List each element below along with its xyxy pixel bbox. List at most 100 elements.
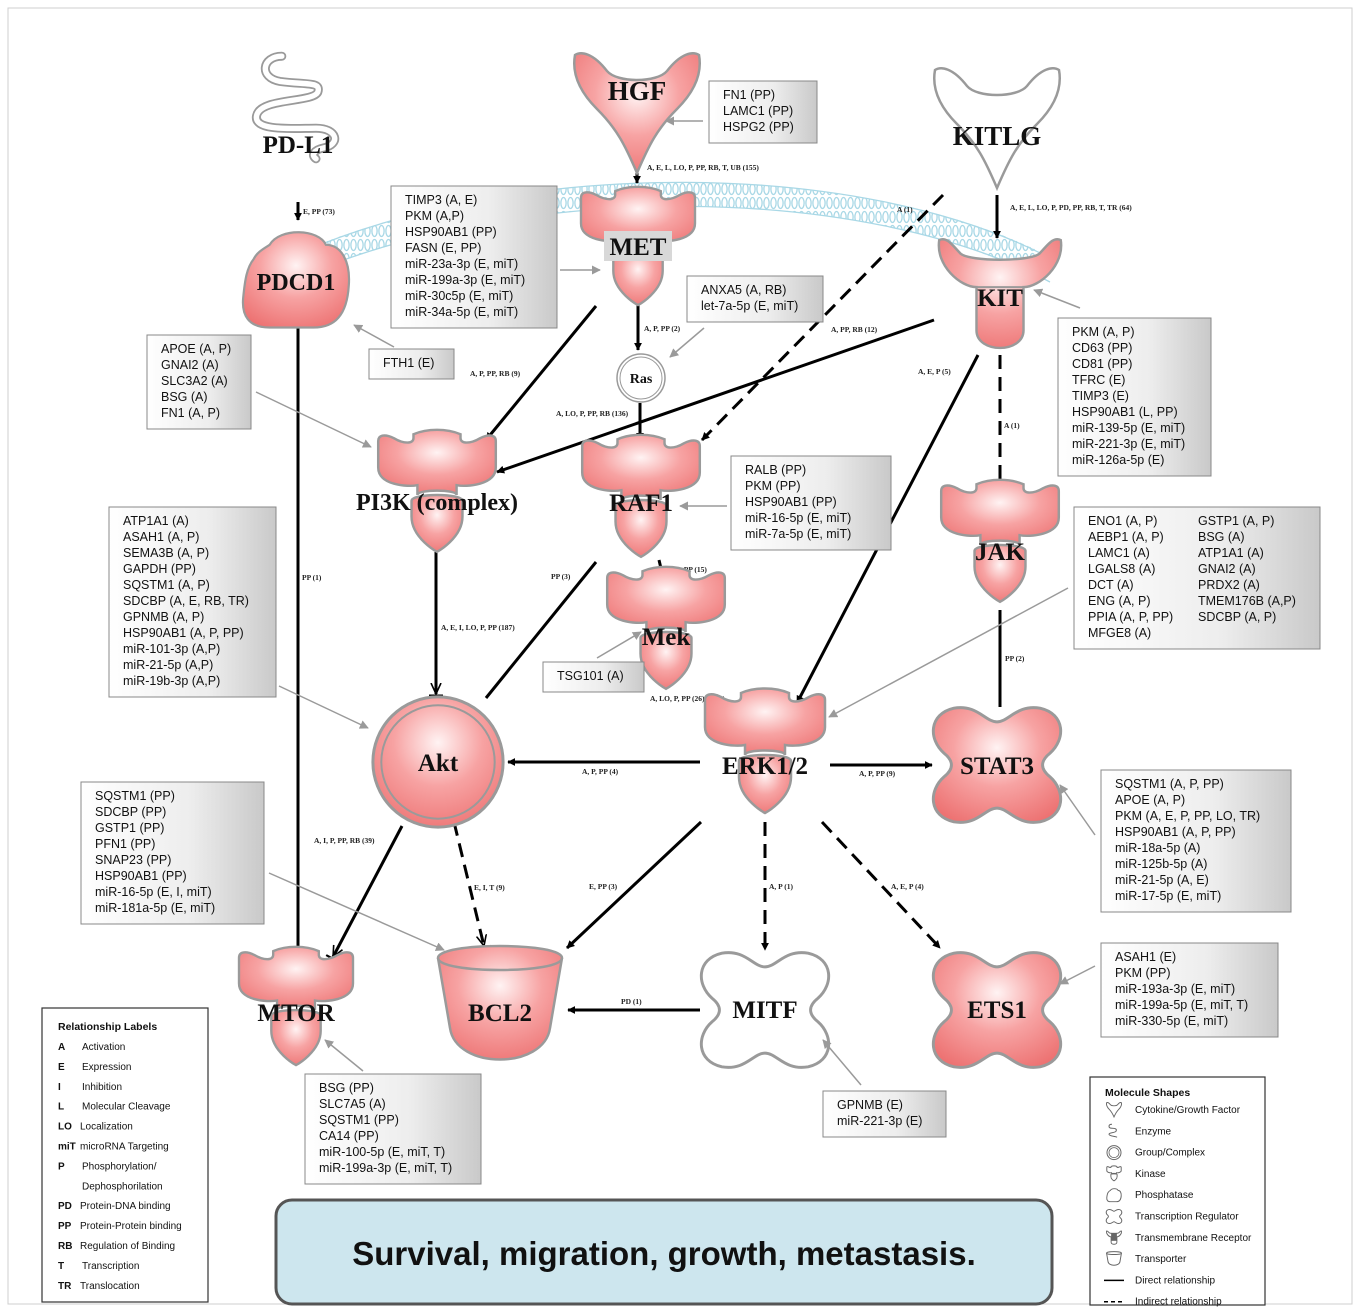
edge-raf1-akt[interactable]: PP (3) xyxy=(484,561,598,699)
annotation-line: SEMA3B (A, P) xyxy=(123,546,209,560)
annotation-line: ASAH1 (E) xyxy=(1115,950,1176,964)
node-akt[interactable]: Akt xyxy=(371,695,505,829)
node-pdl1[interactable]: PD-L1 xyxy=(252,51,340,164)
edge-label: A (1) xyxy=(1004,421,1020,430)
annotation-line: MFGE8 (A) xyxy=(1088,626,1151,640)
edge-label: A, I, P, PP, RB (39) xyxy=(314,836,375,845)
edge-erk-bcl2[interactable]: E, PP (3) xyxy=(565,820,703,950)
annotation-line: miR-21-5p (A,P) xyxy=(123,658,213,672)
annotation-line: AEBP1 (A, P) xyxy=(1088,530,1164,544)
legend-phosphatase-icon xyxy=(1106,1188,1122,1203)
legend-cytokine-icon xyxy=(1105,1102,1123,1119)
edge-pdl1-pdcd1[interactable]: E, PP (73) xyxy=(294,202,335,221)
node-kitlg[interactable]: KITLG xyxy=(932,67,1062,192)
node-hgf[interactable]: HGF xyxy=(572,52,702,177)
node-bcl2[interactable]: BCL2 xyxy=(436,944,564,1061)
edge-label: A, E, P (4) xyxy=(891,882,924,891)
annotation-line: ATP1A1 (A) xyxy=(123,514,189,528)
banner: Survival, migration, growth, metastasis. xyxy=(274,1198,1054,1306)
legend-text: Translocation xyxy=(80,1281,140,1292)
edge-akt-bcl2[interactable]: E, I, T (9) xyxy=(452,821,505,946)
legend-text: Activation xyxy=(82,1042,125,1053)
edge-erk-ets1[interactable]: A, E, P (4) xyxy=(820,820,942,950)
legend-abbr: PD xyxy=(58,1201,72,1212)
annotation-line: HSP90AB1 (A, P, PP) xyxy=(1115,825,1236,839)
node-mitf[interactable]: MITF xyxy=(699,951,831,1069)
node-jak[interactable]: JAK xyxy=(939,478,1061,604)
edge-kit-pi3k[interactable]: A, PP, RB (12) xyxy=(496,318,935,474)
edge-met-pi3k[interactable]: A, P, PP, RB (9) xyxy=(470,305,598,441)
edge-pi3k-akt[interactable]: A, E, I, LO, P, PP (187) xyxy=(436,552,515,694)
node-erk[interactable]: ERK1/2 xyxy=(703,687,827,815)
edge-label: PD (1) xyxy=(621,997,642,1006)
legend-text: Inhibition xyxy=(82,1082,122,1093)
legend-text: Regulation of Binding xyxy=(80,1241,175,1252)
edge-kit-jak[interactable]: A (1) xyxy=(996,355,1020,491)
legend-text: Group/Complex xyxy=(1135,1148,1205,1159)
annotation-line: PKM (A,P) xyxy=(405,209,464,223)
annotation-line: miR-126a-5p (E) xyxy=(1072,453,1164,467)
node-mtor[interactable]: MTOR xyxy=(237,945,355,1067)
node-pdcd1[interactable]: PDCD1 xyxy=(241,231,351,329)
node-label-mitf: MITF xyxy=(732,997,797,1024)
node-met[interactable]: MET xyxy=(579,185,697,307)
edge-pdcd1-mtor[interactable]: PP (1) xyxy=(296,328,322,955)
node-ras[interactable]: Ras xyxy=(616,353,666,403)
edge-label: A, LO, P, PP (26) xyxy=(650,694,705,703)
legend-text: Phosphatase xyxy=(1135,1190,1194,1201)
annotation-line: miR-221-3p (E, miT) xyxy=(1072,437,1185,451)
annotation-line: SDCBP (A, P) xyxy=(1198,610,1276,624)
annotation-line: HSP90AB1 (A, P, PP) xyxy=(123,626,244,640)
annotation-line: APOE (A, P) xyxy=(161,342,231,356)
edge-mitf-bcl2[interactable]: PD (1) xyxy=(567,997,700,1014)
annotation-line: APOE (A, P) xyxy=(1115,793,1185,807)
legend-abbr: PP xyxy=(58,1221,72,1232)
annotation-line: SQSTM1 (PP) xyxy=(95,789,175,803)
annotation-line: ATP1A1 (A) xyxy=(1198,546,1264,560)
annotation-line: SDCBP (A, E, RB, TR) xyxy=(123,594,249,608)
annotation-box-mitf: GPNMB (E)miR-221-3p (E) xyxy=(822,1039,947,1138)
legend-kinase-icon xyxy=(1106,1165,1122,1182)
annotation-line: RALB (PP) xyxy=(745,463,806,477)
node-kit[interactable]: KIT xyxy=(937,238,1063,350)
edge-label: A, PP, RB (12) xyxy=(831,325,878,334)
node-stat3[interactable]: STAT3 xyxy=(931,706,1063,824)
annotation-line: SDCBP (PP) xyxy=(95,805,166,819)
edge-kitlg-kit[interactable]: A, E, L, LO, P, PD, PP, RB, T, TR (64) xyxy=(993,195,1132,239)
edge-label: E, I, T (9) xyxy=(474,883,505,892)
node-mek[interactable]: Mek xyxy=(605,565,727,691)
annotation-line: ENO1 (A, P) xyxy=(1088,514,1157,528)
legend-text: Protein-Protein binding xyxy=(80,1221,182,1232)
edge-erk-stat3[interactable]: A, P, PP (9) xyxy=(830,761,933,778)
annotation-line: FASN (E, PP) xyxy=(405,241,481,255)
edge-jak-stat3[interactable]: PP (2) xyxy=(998,610,1025,707)
annotation-arrow xyxy=(1033,288,1081,309)
edge-erk-mitf[interactable]: A, P (1) xyxy=(761,822,793,951)
edge-kitlg-raf1[interactable]: A (1) xyxy=(700,193,945,442)
annotation-line: ASAH1 (A, P) xyxy=(123,530,199,544)
edge-met-ras[interactable]: A, P, PP (2) xyxy=(634,305,681,351)
legend-text: Protein-DNA binding xyxy=(80,1201,171,1212)
node-label-akt: Akt xyxy=(418,750,459,777)
node-ets1[interactable]: ETS1 xyxy=(931,951,1063,1069)
edge-erk-akt[interactable]: A, P, PP (4) xyxy=(507,758,700,776)
annotation-line: miR-199a-5p (E, miT, T) xyxy=(1115,998,1248,1012)
annotation-line: let-7a-5p (E, miT) xyxy=(701,299,798,313)
legend-abbr: miT xyxy=(58,1142,76,1153)
annotation-line: GNAI2 (A) xyxy=(1198,562,1256,576)
node-label-stat3: STAT3 xyxy=(960,753,1034,780)
annotation-line: SQSTM1 (A, P, PP) xyxy=(1115,777,1224,791)
annotation-box-ets1: ASAH1 (E)PKM (PP)miR-193a-3p (E, miT)miR… xyxy=(1059,942,1279,1038)
node-raf1[interactable]: RAF1 xyxy=(580,433,702,559)
edge-hgf-met[interactable]: A, E, L, LO, P, PP, RB, T, UB (155) xyxy=(633,150,759,184)
annotation-line: TSG101 (A) xyxy=(557,669,624,683)
edge-ras-raf1[interactable]: A, LO, P, PP, RB (136) xyxy=(556,403,644,441)
annotation-box-akt: ATP1A1 (A)ASAH1 (A, P)SEMA3B (A, P)GAPDH… xyxy=(108,506,369,729)
banner-text: Survival, migration, growth, metastasis. xyxy=(352,1235,976,1272)
node-pi3k[interactable]: PI3K (complex) xyxy=(356,428,518,554)
annotation-line: PKM (PP) xyxy=(1115,966,1171,980)
legend-enzyme-icon xyxy=(1108,1123,1118,1138)
edge-akt-mtor[interactable]: A, I, P, PP, RB (39) xyxy=(314,825,404,957)
annotation-line: miR-18a-5p (A) xyxy=(1115,841,1200,855)
annotation-line: GSTP1 (A, P) xyxy=(1198,514,1274,528)
